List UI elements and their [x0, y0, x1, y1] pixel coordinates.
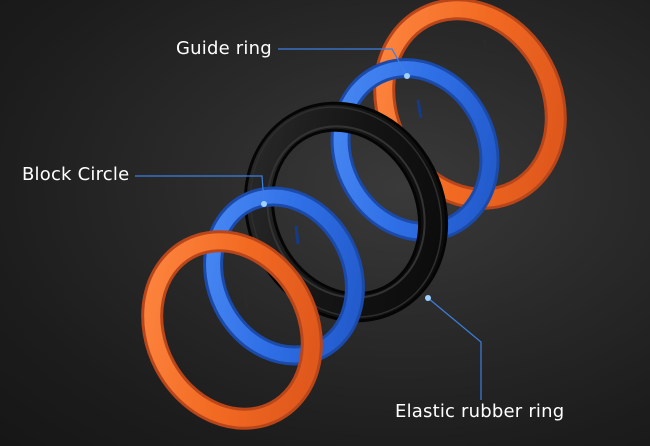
elastic-ring-marker — [425, 295, 431, 301]
guide-ring-marker — [404, 73, 410, 79]
guide-ring-label: Guide ring — [176, 38, 272, 59]
blue-block-ring-back — [330, 58, 500, 242]
block-circle-marker — [261, 201, 267, 207]
block-circle-leader — [135, 175, 265, 205]
orange-guide-ring-front — [141, 230, 323, 430]
elastic-rubber-ring-label: Elastic rubber ring — [395, 401, 565, 422]
leader-lines — [135, 48, 482, 400]
guide-ring-leader — [278, 48, 408, 77]
block-circle-label: Block Circle — [22, 164, 130, 185]
elastic-ring-leader — [427, 297, 482, 400]
